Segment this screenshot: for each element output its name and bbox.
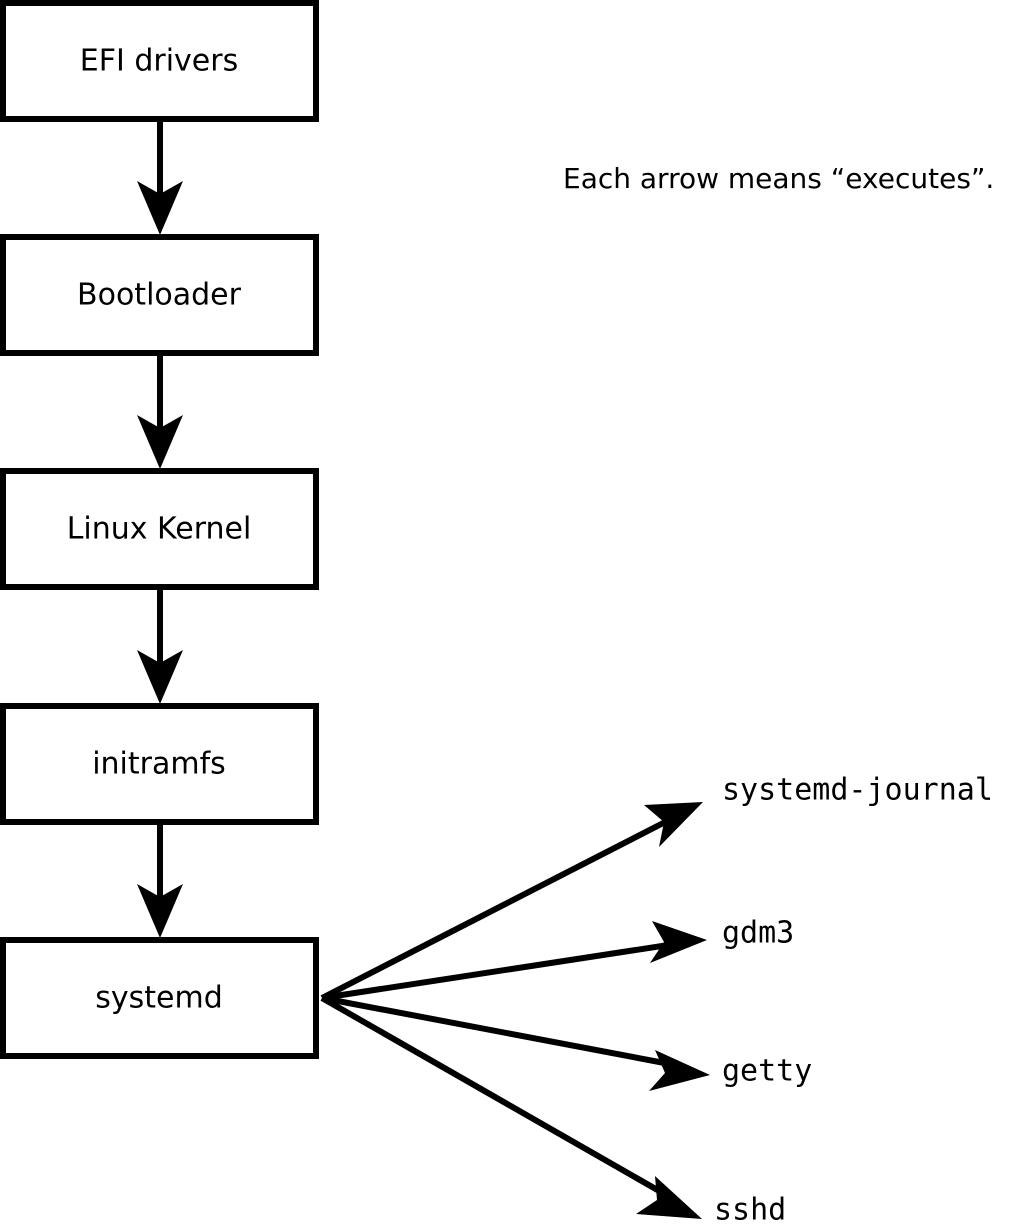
boot-chain-group: EFI drivers Bootloader Linux Kernel init… bbox=[0, 0, 319, 1059]
node-initramfs[interactable]: initramfs bbox=[0, 703, 319, 825]
arrow-systemd-to-sshd bbox=[320, 995, 702, 1219]
service-label-gdm3: gdm3 bbox=[722, 916, 794, 951]
node-systemd-rect[interactable] bbox=[0, 937, 319, 1059]
service-fanout-group bbox=[320, 802, 710, 1219]
node-linux-kernel-label: Linux Kernel bbox=[67, 512, 252, 547]
service-label-sshd: sshd bbox=[714, 1193, 786, 1228]
arrow-systemd-to-gdm3 bbox=[321, 921, 707, 1001]
node-efi-drivers-rect[interactable] bbox=[0, 0, 319, 122]
node-initramfs-label: initramfs bbox=[92, 747, 226, 782]
arrow-systemd-to-systemd-journal bbox=[320, 802, 703, 1001]
arrow-efi-drivers-to-bootloader bbox=[137, 119, 183, 235]
service-label-getty: getty bbox=[722, 1054, 812, 1089]
node-systemd-label: systemd bbox=[95, 981, 223, 1016]
node-bootloader-label: Bootloader bbox=[77, 278, 242, 313]
diagram-caption: Each arrow means “executes”. bbox=[563, 162, 994, 195]
node-efi-drivers[interactable]: EFI drivers bbox=[0, 0, 319, 122]
boot-chain-arrows bbox=[137, 119, 183, 938]
arrow-linux-kernel-to-initramfs bbox=[137, 587, 183, 704]
node-systemd[interactable]: systemd bbox=[0, 937, 319, 1059]
node-bootloader-rect[interactable] bbox=[0, 234, 319, 356]
arrow-systemd-to-getty bbox=[321, 995, 710, 1091]
node-efi-drivers-label: EFI drivers bbox=[80, 44, 238, 79]
node-linux-kernel[interactable]: Linux Kernel bbox=[0, 468, 319, 590]
arrow-initramfs-to-systemd bbox=[137, 822, 183, 938]
node-bootloader[interactable]: Bootloader bbox=[0, 234, 319, 356]
service-label-systemd-journal: systemd-journal bbox=[722, 773, 993, 808]
node-linux-kernel-rect[interactable] bbox=[0, 468, 319, 590]
arrow-bootloader-to-linux-kernel bbox=[137, 353, 183, 469]
service-labels-group: systemd-journal gdm3 getty sshd bbox=[714, 773, 993, 1228]
